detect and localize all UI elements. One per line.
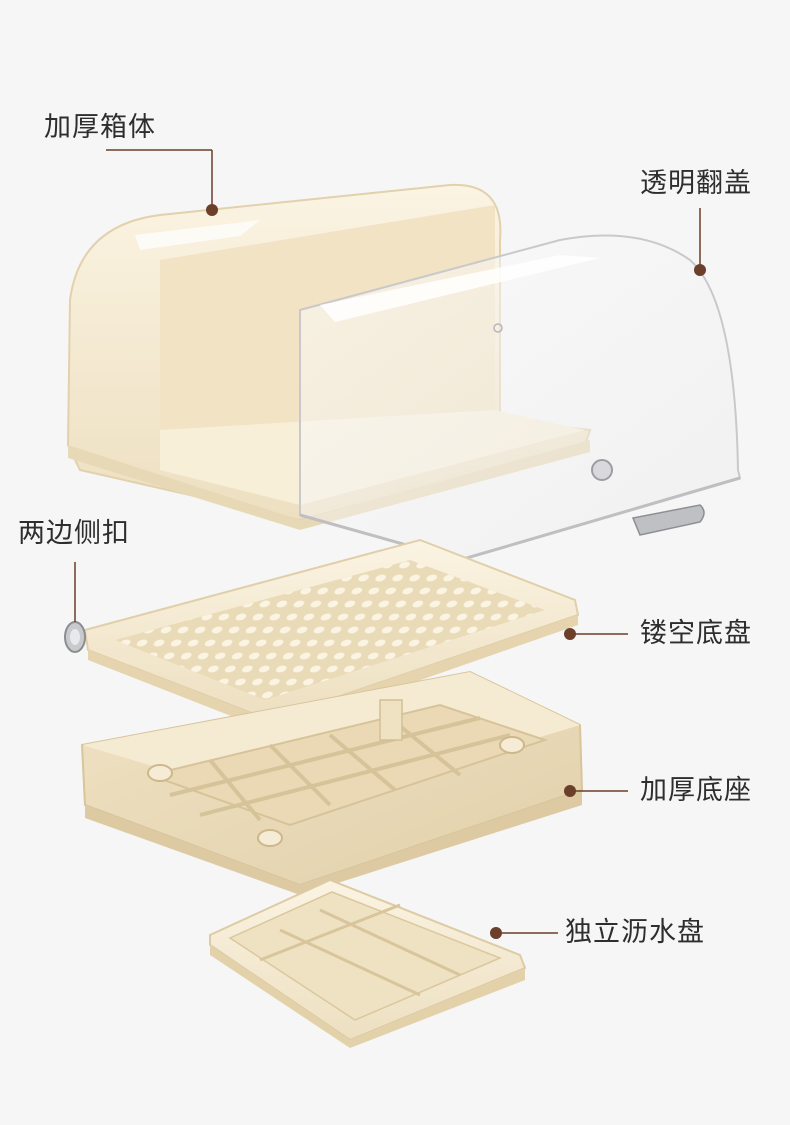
leader-lines [74, 149, 706, 939]
side-clasp [64, 621, 86, 653]
label-drain-tray: 独立沥水盘 [565, 917, 705, 948]
label-clear-lid: 透明翻盖 [640, 168, 752, 199]
thick-base [80, 670, 584, 895]
label-side-clasps: 两边侧扣 [18, 518, 130, 549]
label-hollow-tray: 镂空底盘 [640, 618, 752, 649]
leader-drain-tray [490, 927, 558, 939]
leader-thick-base [564, 785, 628, 797]
label-thick-base: 加厚底座 [640, 775, 752, 806]
drain-tray [209, 878, 527, 1048]
leader-clear-lid [694, 208, 706, 276]
label-box-body: 加厚箱体 [44, 112, 156, 143]
hollow-tray [64, 538, 580, 732]
leader-hollow-tray [564, 628, 628, 640]
leader-box-body [106, 149, 218, 216]
clear-lid [299, 234, 742, 562]
